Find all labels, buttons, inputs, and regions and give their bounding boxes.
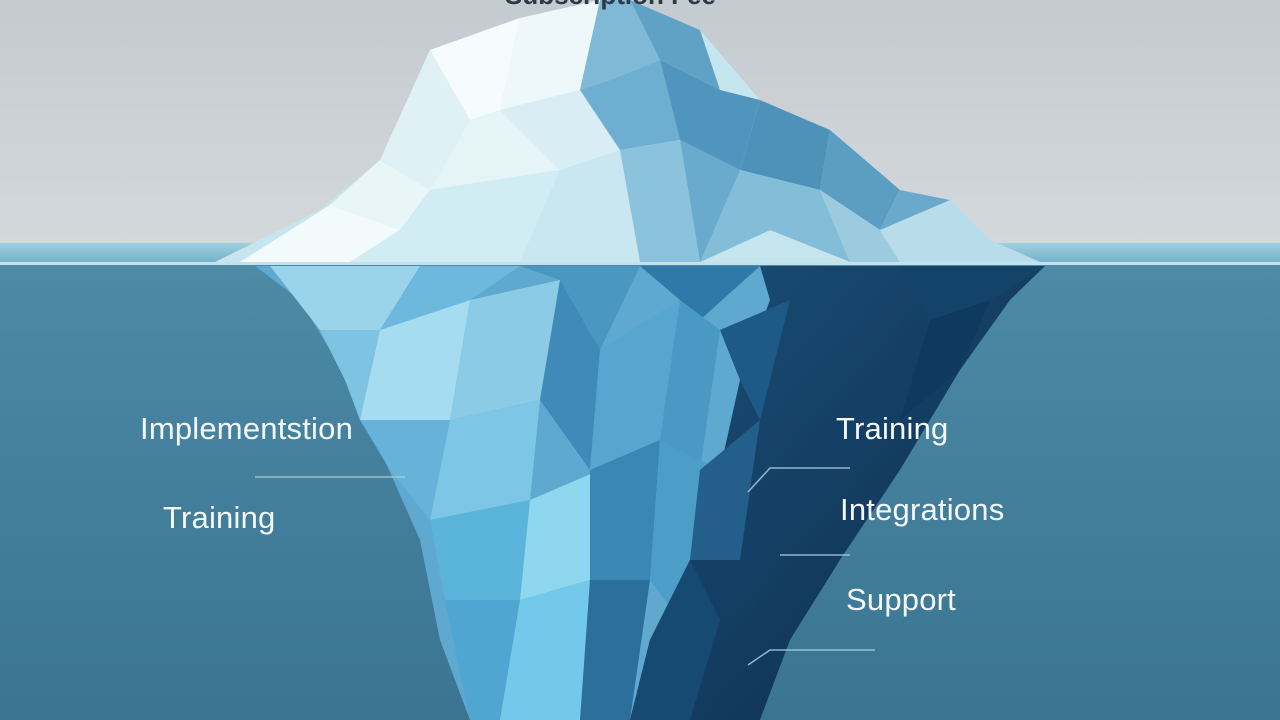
label-integrations: Integrations [840, 492, 1005, 527]
waterline [0, 262, 1280, 265]
label-training-left: Training [163, 500, 276, 535]
leader-lines [255, 467, 875, 666]
leader-line-training-right [747, 467, 850, 493]
label-training-right: Training [836, 411, 949, 446]
diagram-title: Subscription Fee [505, 0, 716, 10]
iceberg-underwater [255, 266, 1045, 720]
leader-line-support [747, 649, 875, 666]
label-support: Support [846, 582, 956, 617]
label-implementation: Implementstion [140, 411, 354, 446]
iceberg-above-water [215, 0, 1040, 262]
